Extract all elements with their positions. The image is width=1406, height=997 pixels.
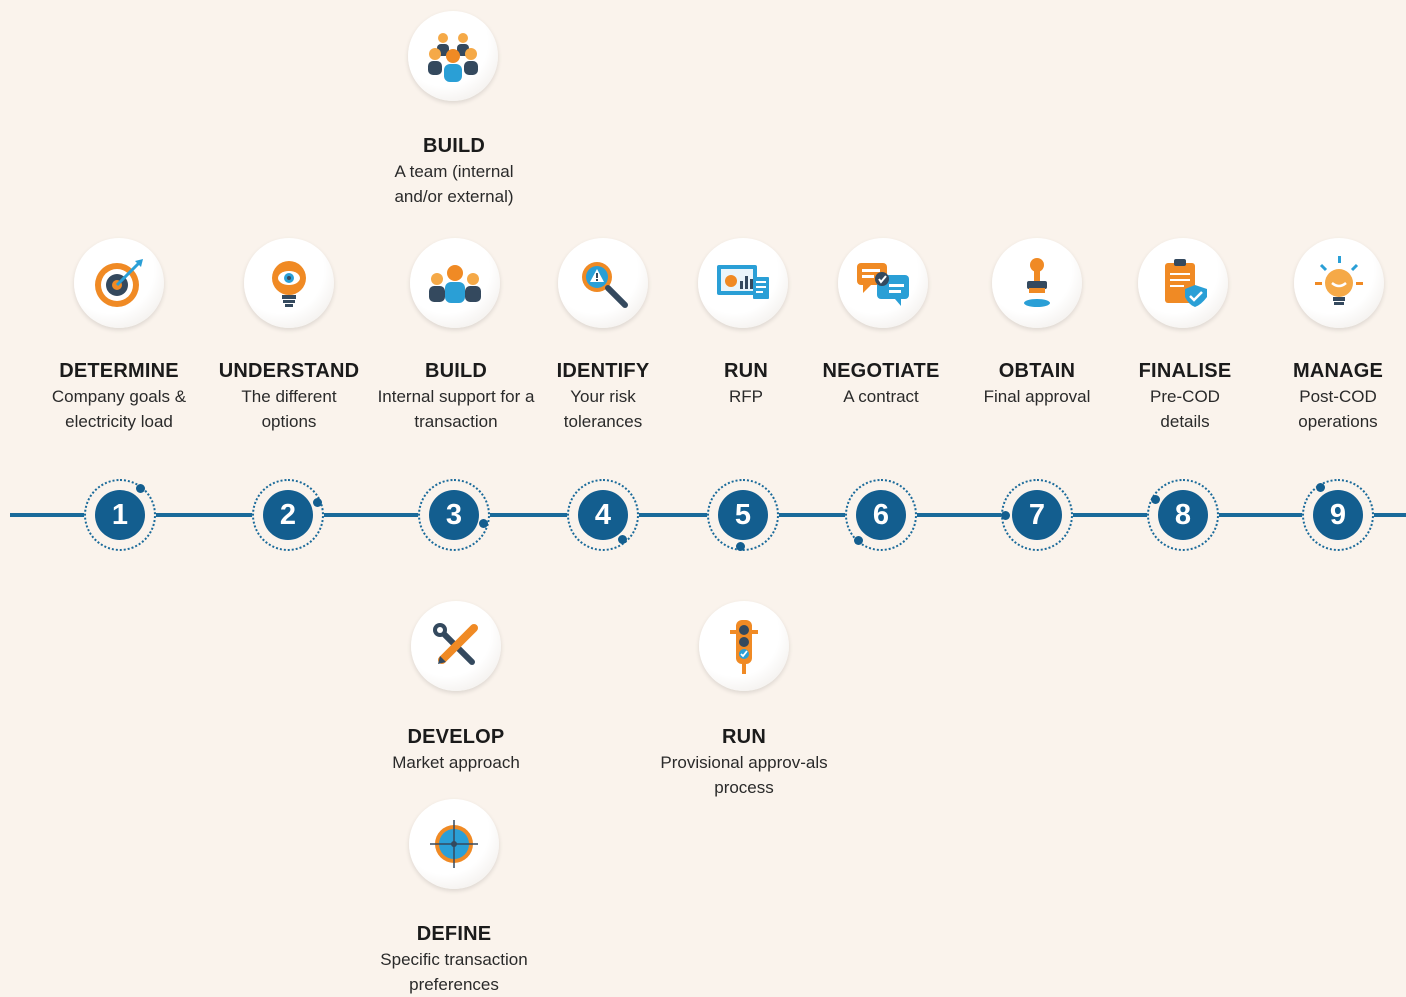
step-title: DETERMINE: [59, 360, 179, 382]
step-marker-9: 9: [1302, 479, 1374, 551]
step-marker-8: 8: [1147, 479, 1219, 551]
step-desc: The different options: [241, 387, 337, 431]
step-title: UNDERSTAND: [218, 360, 360, 382]
step-marker-6: 6: [845, 479, 917, 551]
people-group-icon: [410, 238, 500, 328]
step-desc: Internal support for a transaction: [377, 387, 535, 431]
team-icon: [408, 11, 498, 101]
step-number: 6: [856, 490, 906, 540]
step-desc: Company goals & electricity load: [51, 387, 187, 431]
step-9-label: MANAGE Post-COD operations: [1248, 359, 1406, 434]
step-marker-2: 2: [252, 479, 324, 551]
magnifier-warning-icon: [558, 238, 648, 328]
step-title: BUILD: [424, 360, 488, 382]
step-number: 4: [578, 490, 628, 540]
crosshair-icon: [409, 799, 499, 889]
step-title: RUN: [724, 360, 768, 382]
traffic-light-icon: [699, 601, 789, 691]
step-marker-1: 1: [84, 479, 156, 551]
step-desc: Post-COD operations: [1298, 387, 1378, 431]
step-marker-3: 3: [418, 479, 490, 551]
lightbulb-idea-icon: [1294, 238, 1384, 328]
step-desc: Final approval: [983, 387, 1091, 406]
orbit-dot: [1151, 495, 1160, 504]
orbit-dot: [479, 519, 488, 528]
step-number: 8: [1158, 490, 1208, 540]
step-1-label: DETERMINE Company goals & electricity lo…: [29, 359, 209, 434]
step-title: FINALISE: [1138, 360, 1232, 382]
step-2-label: UNDERSTAND The different options: [199, 359, 379, 434]
step-title: IDENTIFY: [556, 360, 650, 382]
step-6-label: NEGOTIATE A contract: [791, 359, 971, 409]
orbit-dot: [736, 542, 745, 551]
item-desc: Provisional approv-als process: [660, 753, 828, 797]
lightbulb-eye-icon: [244, 238, 334, 328]
top-build-desc: A team (internal and/or external): [394, 162, 514, 206]
step-number: 9: [1313, 490, 1363, 540]
clipboard-check-icon: [1138, 238, 1228, 328]
step-number: 2: [263, 490, 313, 540]
step-number: 7: [1012, 490, 1062, 540]
define-label: DEFINE Specific transaction preferences: [364, 922, 544, 997]
item-desc: Specific transaction preferences: [380, 950, 528, 994]
orbit-dot: [1001, 511, 1010, 520]
step-5-label: RUN RFP: [656, 359, 836, 409]
develop-label: DEVELOP Market approach: [366, 725, 546, 775]
step-4-label: IDENTIFY Your risk tolerances: [513, 359, 693, 434]
orbit-dot: [1316, 483, 1325, 492]
step-marker-7: 7: [1001, 479, 1073, 551]
step-number: 1: [95, 490, 145, 540]
item-title: RUN: [722, 726, 766, 748]
step-number: 3: [429, 490, 479, 540]
step-marker-4: 4: [567, 479, 639, 551]
stamp-icon: [992, 238, 1082, 328]
step-desc: RFP: [729, 387, 763, 406]
target-icon: [74, 238, 164, 328]
item-title: DEFINE: [416, 923, 492, 945]
tools-icon: [411, 601, 501, 691]
item-title: DEVELOP: [407, 726, 505, 748]
step-7-label: OBTAIN Final approval: [947, 359, 1127, 409]
step-8-label: FINALISE Pre-COD details: [1095, 359, 1275, 434]
step-title: NEGOTIATE: [822, 360, 940, 382]
chat-bubbles-icon: [838, 238, 928, 328]
run-provisional-label: RUN Provisional approv-als process: [654, 725, 834, 800]
orbit-dot: [854, 536, 863, 545]
step-title: MANAGE: [1292, 360, 1384, 382]
step-title: OBTAIN: [998, 360, 1076, 382]
top-build-label: BUILD A team (internal and/or external): [364, 134, 544, 209]
orbit-dot: [618, 535, 627, 544]
orbit-dot: [313, 498, 322, 507]
report-charts-icon: [698, 238, 788, 328]
step-marker-5: 5: [707, 479, 779, 551]
step-desc: Your risk tolerances: [563, 387, 643, 431]
step-3-label: BUILD Internal support for a transaction: [366, 359, 546, 434]
top-build-title: BUILD: [422, 135, 486, 157]
step-number: 5: [718, 490, 768, 540]
step-desc: Pre-COD details: [1150, 387, 1220, 431]
item-desc: Market approach: [392, 753, 520, 772]
orbit-dot: [136, 484, 145, 493]
step-desc: A contract: [843, 387, 919, 406]
